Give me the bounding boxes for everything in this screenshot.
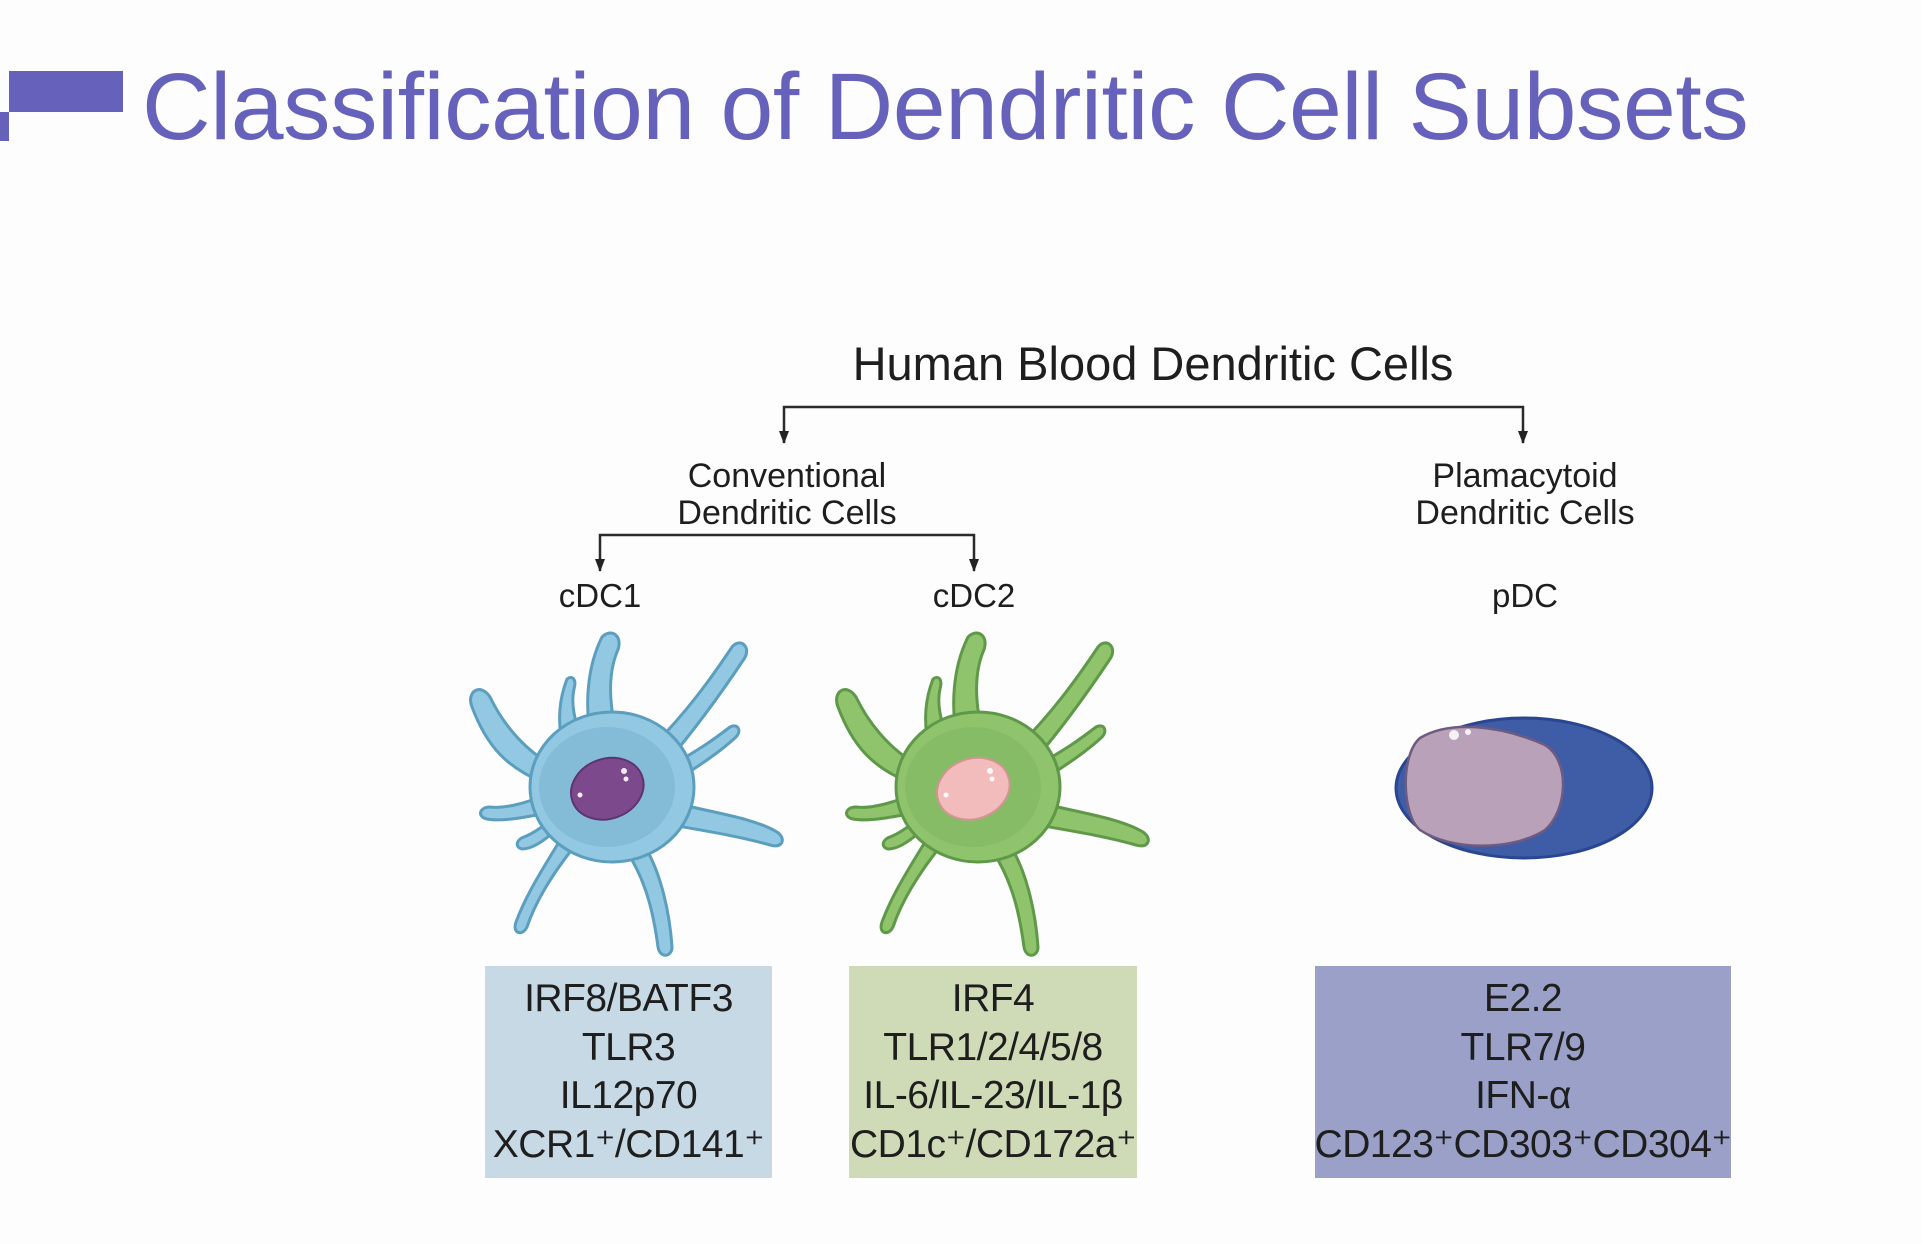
marker-line: IFN-α (1475, 1074, 1571, 1118)
conventional-bracket (595, 533, 979, 572)
plasmacytoid-dc-label-line2: Dendritic Cells (1415, 494, 1635, 532)
title-accent-bar (9, 71, 123, 112)
root-label: Human Blood Dendritic Cells (852, 337, 1454, 390)
marker-line: IRF4 (951, 976, 1035, 1020)
pdc-marker-box: E2.2 TLR7/9 IFN-α CD123⁺CD303⁺CD304⁺ (1314, 966, 1732, 1178)
marker-line: IL-6/IL-23/IL-1β (863, 1074, 1123, 1118)
conventional-connector-line (598, 533, 976, 568)
pdc-label: pDC (1491, 577, 1559, 614)
cdc2-marker-box: IRF4 TLR1/2/4/5/8 IL-6/IL-23/IL-1β CD1c⁺… (849, 966, 1137, 1178)
marker-line: TLR7/9 (1460, 1025, 1586, 1069)
conventional-dc-label: Conventional Dendritic Cells (677, 458, 896, 532)
cdc2-cell-icon (835, 631, 1150, 957)
root-bracket (779, 405, 1528, 444)
marker-line: IL12p70 (559, 1074, 698, 1118)
slide-title: Classification of Dendritic Cell Subsets (142, 54, 1749, 160)
plasmacytoid-dc-label: Plamacytoid Dendritic Cells (1415, 458, 1634, 532)
cdc1-marker-box: IRF8/BATF3 TLR3 IL12p70 XCR1⁺/CD141⁺ (485, 966, 772, 1178)
cdc1-label: cDC1 (558, 577, 642, 614)
marker-line: CD1c⁺/CD172a⁺ (849, 1123, 1137, 1167)
plasmacytoid-dc-label-line1: Plamacytoid (1432, 457, 1618, 495)
marker-line: TLR3 (581, 1025, 676, 1069)
cdc2-label: cDC2 (932, 577, 1016, 614)
cdc1-cell-icon (469, 631, 784, 957)
pdc-cell-icon (1394, 716, 1654, 860)
marker-line: IRF8/BATF3 (524, 976, 733, 1020)
conventional-dc-label-line1: Conventional (687, 457, 887, 495)
root-connector-line (782, 405, 1525, 442)
marker-line: XCR1⁺/CD141⁺ (492, 1123, 765, 1167)
marker-line: E2.2 (1483, 976, 1563, 1020)
conventional-dc-label-line2: Dendritic Cells (677, 494, 897, 532)
marker-line: CD123⁺CD303⁺CD304⁺ (1314, 1123, 1732, 1167)
title-accent-square (0, 112, 9, 141)
marker-line: TLR1/2/4/5/8 (883, 1025, 1103, 1069)
